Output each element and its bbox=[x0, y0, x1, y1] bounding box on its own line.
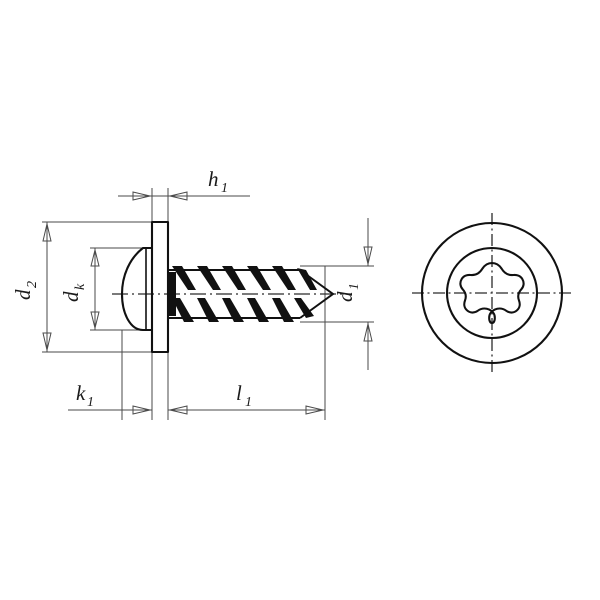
dim-sub-d1: 1 bbox=[347, 283, 362, 290]
thread-crest bbox=[197, 266, 221, 290]
dim-sub-k1: 1 bbox=[87, 395, 94, 410]
dim-label-d1: d bbox=[333, 291, 357, 302]
arrow-d2-bottom bbox=[42, 332, 52, 351]
arrow-d2-top bbox=[42, 223, 52, 242]
dimension-l1: l 1 bbox=[168, 381, 325, 415]
dim-sub-h1: 1 bbox=[221, 181, 228, 196]
dim-label-dk: d bbox=[59, 291, 83, 302]
shank-point-taper bbox=[299, 269, 335, 319]
threaded-shank bbox=[168, 266, 335, 322]
thread-crests-lower bbox=[172, 298, 314, 322]
arrow-h1-left bbox=[132, 191, 151, 201]
thread-root bbox=[222, 298, 244, 322]
dim-sub-d2: 2 bbox=[25, 281, 40, 288]
dimension-h1: h 1 bbox=[118, 167, 248, 205]
thread-root bbox=[294, 298, 314, 318]
thread-runout bbox=[168, 272, 176, 316]
flange-outer-circle bbox=[420, 221, 564, 365]
arrow-d1-bottom bbox=[363, 323, 373, 342]
arrow-dk-bottom bbox=[90, 311, 100, 329]
thread-crest bbox=[222, 266, 246, 290]
dimension-d1: d 1 bbox=[333, 218, 373, 370]
side-elevation-view: h 1 d 2 d k bbox=[11, 167, 374, 420]
thread-root bbox=[272, 298, 294, 322]
thread-crest bbox=[297, 268, 317, 290]
arrow-d1-top bbox=[363, 246, 373, 265]
dimension-d2: d 2 bbox=[11, 222, 52, 352]
dimension-dk: d k bbox=[59, 248, 100, 330]
thread-root bbox=[247, 298, 269, 322]
thread-crest bbox=[247, 266, 271, 290]
arrow-dk-top bbox=[90, 249, 100, 267]
top-plan-view bbox=[412, 213, 572, 373]
arrow-l1-left bbox=[169, 405, 188, 415]
dim-sub-dk: k bbox=[73, 283, 88, 290]
head-outer-circle bbox=[445, 246, 539, 340]
dim-label-d2: d bbox=[11, 289, 35, 300]
dim-sub-l1: 1 bbox=[245, 395, 252, 410]
dim-label-h1: h bbox=[208, 167, 219, 191]
dim-label-k1: k bbox=[76, 381, 86, 405]
thread-root bbox=[172, 298, 194, 322]
screw-head-dome-profile bbox=[120, 246, 154, 332]
arrow-l1-right bbox=[305, 405, 324, 415]
thread-crest bbox=[272, 266, 296, 290]
dim-label-l1: l bbox=[236, 381, 242, 405]
torx-six-lobe-recess bbox=[459, 261, 525, 325]
thread-crest bbox=[172, 266, 196, 290]
thread-root bbox=[197, 298, 219, 322]
arrow-h1-right bbox=[169, 191, 188, 201]
arrow-k1-right bbox=[132, 405, 151, 415]
dimension-k1: k 1 bbox=[68, 381, 152, 415]
flange-washer-profile bbox=[150, 220, 170, 354]
thread-crests-upper bbox=[172, 266, 317, 290]
